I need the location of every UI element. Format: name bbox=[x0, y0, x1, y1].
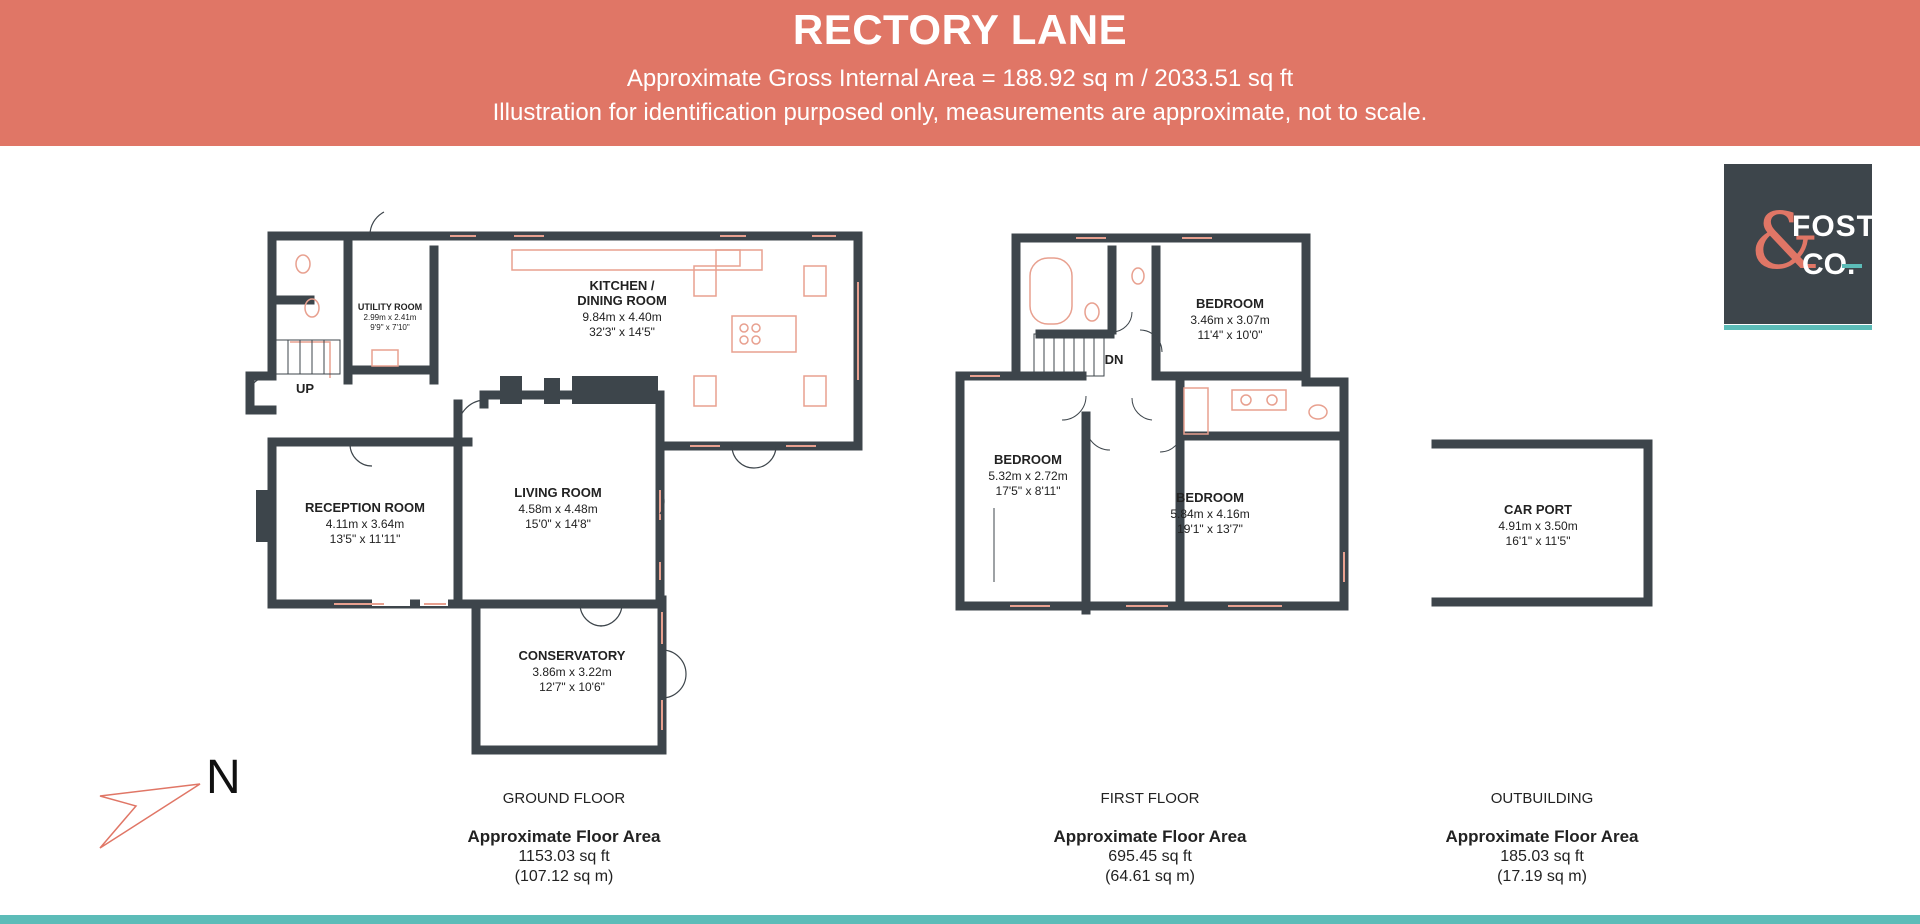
bedroom-left-label: BEDROOM bbox=[994, 452, 1062, 467]
north-arrow-icon bbox=[99, 783, 201, 849]
bedroom-main-metric: 5.84m x 4.16m bbox=[1170, 507, 1249, 521]
logo-underline bbox=[1724, 325, 1872, 330]
floor-area-sqft: 695.45 sq ft bbox=[1108, 848, 1192, 865]
foster-co-logo: & FOSTER CO. bbox=[1724, 164, 1919, 330]
kitchen-imperial: 32'3" x 14'5" bbox=[589, 325, 655, 339]
carport-label: CAR PORT bbox=[1504, 502, 1572, 517]
logo-ampersand: & bbox=[1750, 197, 1820, 287]
bedroom-top-imperial: 11'4" x 10'0" bbox=[1198, 328, 1263, 342]
bedroom-main-imperial: 19'1" x 13'7" bbox=[1177, 522, 1243, 536]
ground-stairs-label: UP bbox=[296, 381, 314, 396]
bottom-accent-bar bbox=[0, 915, 1920, 924]
logo-line1: FOSTER bbox=[1792, 210, 1920, 243]
floor-area-label: Approximate Floor Area bbox=[1053, 827, 1247, 846]
header-banner: RECTORY LANE Approximate Gross Internal … bbox=[0, 0, 1920, 146]
floor-area-label: Approximate Floor Area bbox=[1445, 827, 1639, 846]
floor-name: OUTBUILDING bbox=[1490, 790, 1594, 807]
outbuilding-caption: OUTBUILDING Approximate Floor Area 185.0… bbox=[1362, 790, 1722, 887]
bedroom-main-label: BEDROOM bbox=[1176, 490, 1244, 505]
bedroom-left-metric: 5.32m x 2.72m bbox=[988, 469, 1067, 483]
bedroom-top-metric: 3.46m x 3.07m bbox=[1190, 313, 1269, 327]
reception-label: RECEPTION ROOM bbox=[305, 500, 425, 515]
logo-dash bbox=[1842, 264, 1862, 268]
kitchen-label-1: KITCHEN / bbox=[590, 278, 655, 293]
carport-imperial: 16'1" x 11'5" bbox=[1506, 534, 1571, 548]
utility-imperial: 9'9" x 7'10" bbox=[370, 323, 410, 332]
floor-area-sqft: 1153.03 sq ft bbox=[518, 848, 610, 865]
floor-area-sqm: (107.12 sq m) bbox=[514, 868, 614, 885]
reception-metric: 4.11m x 3.64m bbox=[326, 517, 404, 531]
living-imperial: 15'0" x 14'8" bbox=[525, 517, 591, 531]
floor-name: FIRST FLOOR bbox=[1100, 790, 1200, 807]
carport-metric: 4.91m x 3.50m bbox=[1498, 519, 1577, 533]
kitchen-label-2: DINING ROOM bbox=[577, 293, 667, 308]
floor-area-sqft: 185.03 sq ft bbox=[1500, 848, 1584, 865]
reception-imperial: 13'5" x 11'11" bbox=[330, 532, 401, 546]
conservatory-metric: 3.86m x 3.22m bbox=[532, 665, 611, 679]
kitchen-metric: 9.84m x 4.40m bbox=[582, 310, 661, 324]
utility-metric: 2.99m x 2.41m bbox=[364, 313, 417, 322]
floor-area-sqm: (64.61 sq m) bbox=[1105, 868, 1195, 885]
conservatory-imperial: 12'7" x 10'6" bbox=[539, 680, 605, 694]
floor-name: GROUND FLOOR bbox=[502, 790, 626, 807]
ground-floor-caption: GROUND FLOOR Approximate Floor Area 1153… bbox=[384, 790, 744, 887]
north-label: N bbox=[206, 751, 241, 804]
ground-floor-plan: UP KITCHEN / DINING ROOM 9.84m x 4.40m 3… bbox=[245, 211, 863, 755]
first-floor-plan: DN BEDROOM 3.46m x 3.07m 11'4" x 10'0" B… bbox=[955, 233, 1349, 615]
bedroom-left-imperial: 17'5" x 8'11" bbox=[996, 484, 1061, 498]
first-stairs-label: DN bbox=[1105, 352, 1124, 367]
conservatory-label: CONSERVATORY bbox=[519, 648, 626, 663]
bedroom-top-label: BEDROOM bbox=[1196, 296, 1264, 311]
outbuilding-plan: CAR PORT 4.91m x 3.50m 16'1" x 11'5" bbox=[1431, 439, 1653, 607]
first-floor-caption: FIRST FLOOR Approximate Floor Area 695.4… bbox=[970, 790, 1330, 887]
living-label: LIVING ROOM bbox=[514, 485, 601, 500]
utility-label: UTILITY ROOM bbox=[358, 302, 422, 312]
living-metric: 4.58m x 4.48m bbox=[518, 502, 597, 516]
gross-area-text: Approximate Gross Internal Area = 188.92… bbox=[626, 65, 1294, 92]
floor-area-label: Approximate Floor Area bbox=[467, 827, 661, 846]
floor-area-sqm: (17.19 sq m) bbox=[1497, 868, 1587, 885]
property-title: RECTORY LANE bbox=[792, 6, 1128, 53]
disclaimer-text: Illustration for identification purposed… bbox=[492, 99, 1428, 126]
